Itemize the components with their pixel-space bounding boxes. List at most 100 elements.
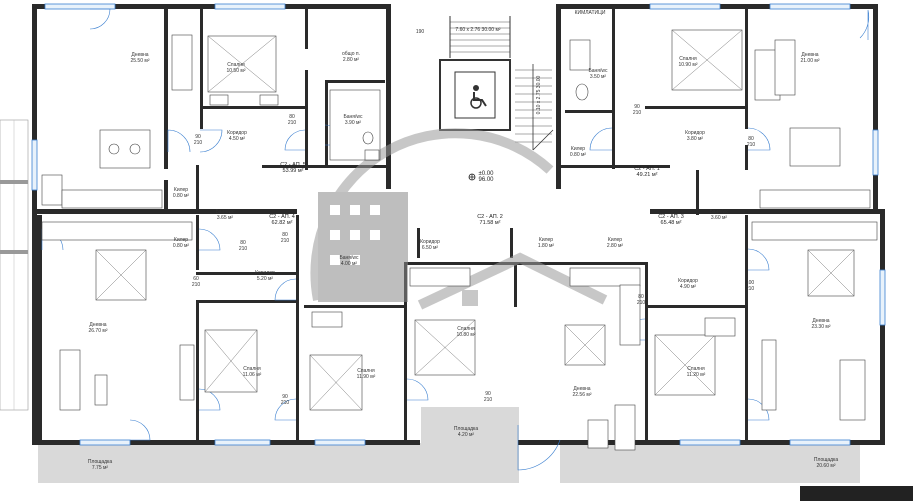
door-tag: 90 <box>634 104 640 110</box>
door-tag: 90 <box>282 394 288 400</box>
room-area: 23.30 м² <box>811 324 830 330</box>
apartment-area: 62.82 м² <box>272 220 293 226</box>
room-name: Площадка <box>454 426 478 432</box>
door-tag: 210 <box>239 246 248 252</box>
room-name: Килер <box>571 146 585 152</box>
door-tag: 80 <box>240 240 246 246</box>
room-area: 25.50 м² <box>130 58 149 64</box>
room-name: Килер <box>539 237 553 243</box>
room-name: Площадка <box>88 459 112 465</box>
room-area: 4.90 м² <box>680 284 697 290</box>
door-tag: 210 <box>288 120 297 126</box>
room-area: 3.80 м² <box>687 136 704 142</box>
room-area: 10.80 м² <box>456 332 475 338</box>
room-name: общо п. <box>342 51 360 57</box>
room-name: Спалня <box>227 62 245 68</box>
door-tag: 80 <box>289 114 295 120</box>
room-name: Баня/wc <box>339 255 359 261</box>
door-tags: 90 210 80 210 90 210 80 210 60 210 80 21… <box>192 104 756 406</box>
room-name: Килер <box>174 187 188 193</box>
room-name: Коридор <box>227 130 247 136</box>
wheelchair-icon <box>470 85 487 109</box>
apartment-labels: С2 - АП. 5 53.99 м² С2 - АП. 1 49.21 м² … <box>269 162 684 226</box>
apartment-code: С2 - АП. 5 <box>280 162 306 168</box>
room-name: Спалня <box>243 366 261 372</box>
door-tag: 80 <box>748 136 754 142</box>
room-name: Коридор <box>255 270 275 276</box>
stair-core <box>439 16 554 151</box>
level-mark: ±0.00 <box>479 171 495 177</box>
door-tag: 90 <box>195 134 201 140</box>
room-area: 3.60 м² <box>711 215 728 221</box>
room-area: 10.90 м² <box>678 62 697 68</box>
room-name: Дневна <box>573 386 590 392</box>
apartment-area: 53.99 м² <box>283 168 304 174</box>
room-area: 0.80 м² <box>570 152 587 158</box>
room-name: Спалня <box>679 56 697 62</box>
room-name: Площадка <box>814 457 838 463</box>
room-name: Дневна <box>131 52 148 58</box>
door-tag: 210 <box>192 282 201 288</box>
door-tag: 210 <box>194 140 203 146</box>
room-area: 10.50 м² <box>226 68 245 74</box>
door-tag: 210 <box>281 400 290 406</box>
room-area: 3.50 м² <box>590 74 607 80</box>
room-name: Спалня <box>357 368 375 374</box>
room-area: 11.90 м² <box>357 374 376 380</box>
door-tag: 210 <box>746 286 755 292</box>
door-tag: 210 <box>484 397 493 403</box>
room-area: 4.00 м² <box>341 261 358 267</box>
apartment-code: С2 - АП. 4 <box>269 214 295 220</box>
level-mark-2: 96.00 <box>478 177 494 183</box>
room-area: 22.56 м² <box>572 392 591 398</box>
room-area: 11.20 м² <box>687 372 706 378</box>
door-tag: 90 <box>485 391 491 397</box>
room-area: 5.20 м² <box>257 276 274 282</box>
room-area: 7.75 м² <box>92 465 109 471</box>
door-tag: 210 <box>633 110 642 116</box>
balcony-hatch <box>38 407 913 501</box>
room-name: Дневна <box>801 52 818 58</box>
room-area: 20.60 м² <box>816 463 835 469</box>
room-area: 26.70 м² <box>88 328 107 334</box>
watermark-building-icon <box>310 128 608 310</box>
room-name: Спалня <box>687 366 705 372</box>
room-name: Баня/wc <box>588 68 608 74</box>
door-tag: 60 <box>193 276 199 282</box>
interior-walls <box>164 9 748 442</box>
door-tag: 100 <box>746 280 755 286</box>
room-name: Коридор <box>678 278 698 284</box>
room-name: Килер <box>174 237 188 243</box>
room-name: Коридор <box>420 239 440 245</box>
room-area: 2.80 м² <box>343 57 360 63</box>
apartment-code: С2 - АП. 3 <box>658 214 684 220</box>
room-name: Спалня <box>457 326 475 332</box>
room-labels: Дневна 25.50 м² Спалня 10.50 м² общо п. … <box>88 51 838 471</box>
room-area: 21.00 м² <box>800 58 819 64</box>
north-arrow-icon <box>468 173 476 181</box>
room-area: 0.80 м² <box>173 243 190 249</box>
room-name: Дневна <box>812 318 829 324</box>
apartment-code: С2 - АП. 2 <box>477 214 503 220</box>
room-name: Дневна <box>89 322 106 328</box>
door-tag: 80 <box>282 232 288 238</box>
apartment-code: 49.21 м² <box>637 172 658 178</box>
door-tag: 210 <box>281 238 290 244</box>
apartment-area: 71.58 м² <box>480 220 501 226</box>
room-name: Баня/wc <box>343 114 363 120</box>
room-area: 4.20 м² <box>458 432 475 438</box>
room-area: 3.65 м² <box>217 215 234 221</box>
room-area: 3.90 м² <box>345 120 362 126</box>
room-area: 1.80 м² <box>538 243 555 249</box>
apartment-area: 65.48 м² <box>661 220 682 226</box>
door-tag: 210 <box>637 300 646 306</box>
room-area: 2.80 м² <box>607 243 624 249</box>
stair-label-0: 190 <box>416 29 425 35</box>
stair-label-1: 7.60 x 2.76 30.00 м² <box>455 27 500 33</box>
furniture <box>41 29 878 451</box>
pipe-label: 0.10 x 2.75 30.00 <box>536 75 542 114</box>
storage-label: КИМЛАТИЦИ <box>575 10 606 16</box>
room-area: 4.50 м² <box>229 136 246 142</box>
left-edge-structure <box>0 119 29 411</box>
